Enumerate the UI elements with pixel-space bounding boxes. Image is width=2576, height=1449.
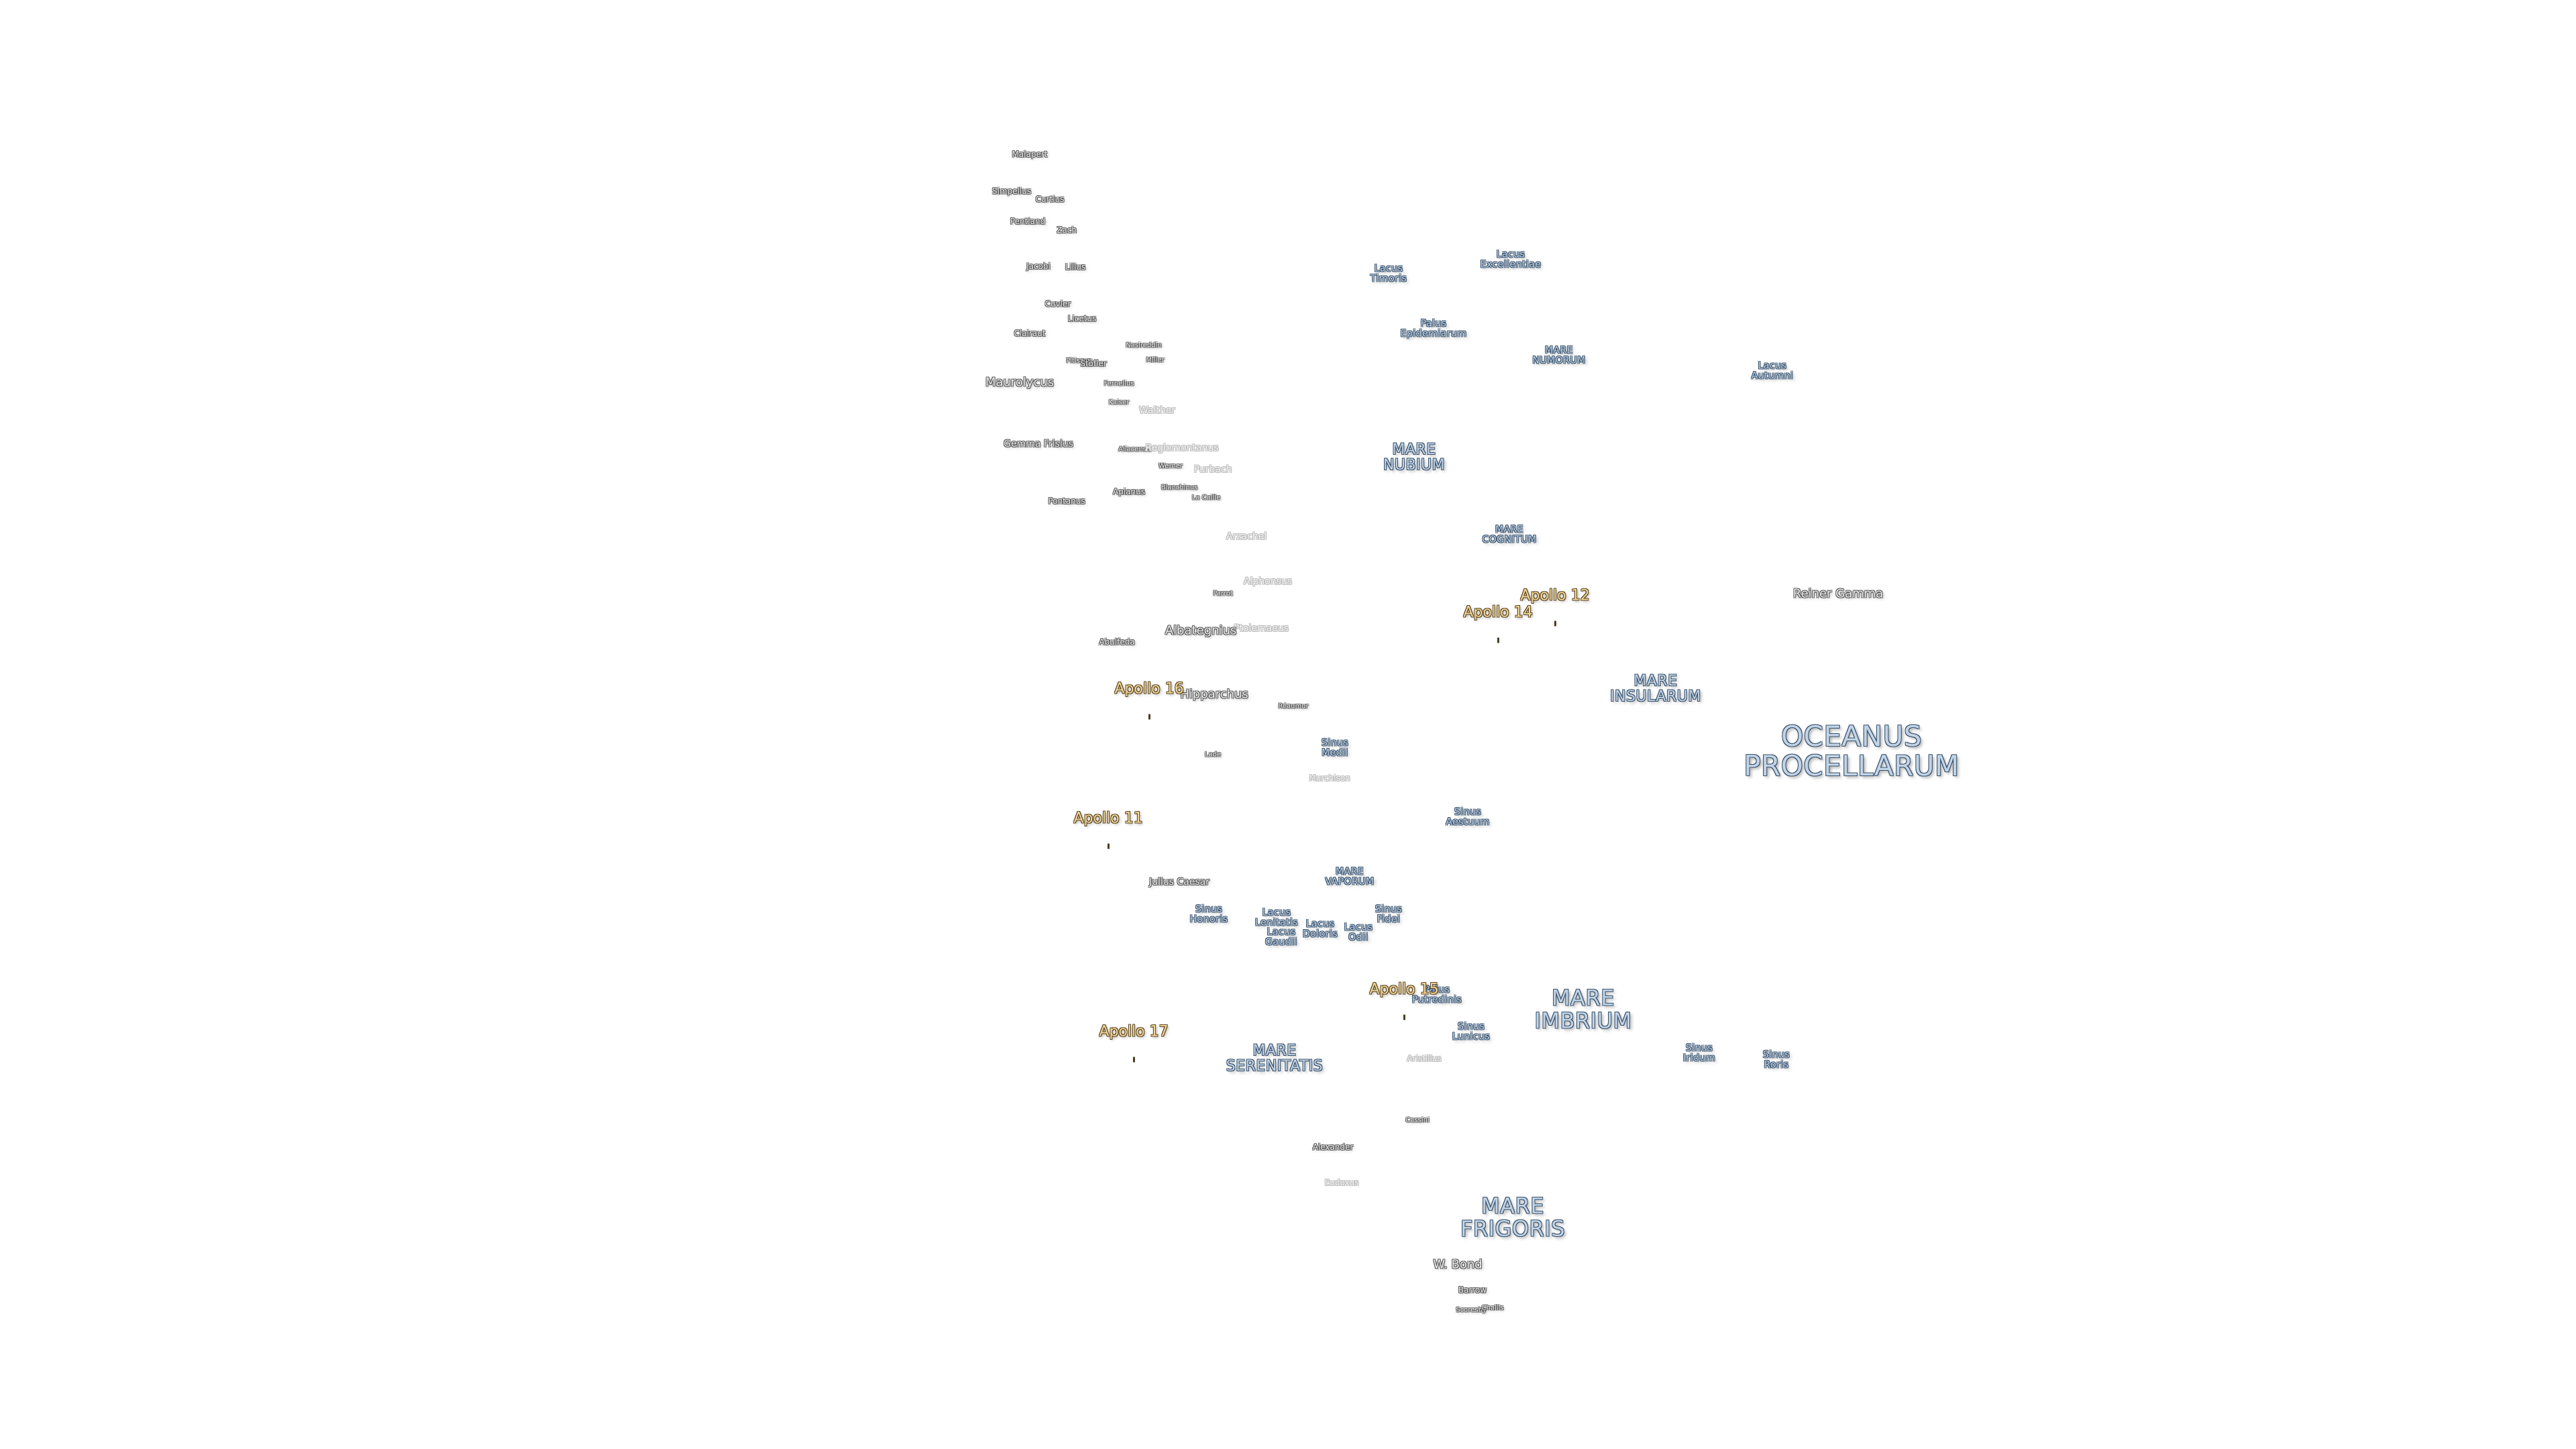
label-cassini[interactable]: Cassini (1405, 1116, 1430, 1124)
label-julius-caesar[interactable]: Julius Caesar (1149, 877, 1210, 888)
apollo-16-site[interactable]: Apollo 16 (1114, 664, 1184, 720)
label-lacus-timoris[interactable]: Lacus Timoris (1370, 263, 1407, 284)
label-palus-epidemiarum[interactable]: Palus Epidemiarum (1400, 318, 1467, 339)
label-maurolycus[interactable]: Maurolycus (985, 375, 1055, 390)
label-palus-putredinis[interactable]: Palus Putredinis (1411, 984, 1462, 1005)
label-sinus-fidei[interactable]: Sinus Fidei (1375, 904, 1403, 924)
label-abulfeda[interactable]: Abulfeda (1099, 637, 1135, 647)
label-mare-vaporum[interactable]: MARE VAPORUM (1325, 866, 1375, 887)
apollo-14-label: Apollo 14 (1463, 604, 1533, 621)
apollo-15-site[interactable]: Apollo 15 (1369, 965, 1439, 1020)
label-werner[interactable]: Werner (1159, 462, 1183, 470)
label-zach[interactable]: Zach (1057, 225, 1077, 235)
label-lacus-odii[interactable]: Lacus Odii (1344, 922, 1373, 943)
label-simpelius[interactable]: Simpelius (991, 186, 1032, 196)
label-sinus-lunicus[interactable]: Sinus Lunicus (1452, 1021, 1491, 1042)
label-sinus-medii[interactable]: Sinus Medii (1321, 737, 1349, 758)
label-reiner-gamma[interactable]: Reiner Gamma (1792, 586, 1884, 601)
landing-marker-icon (1148, 714, 1150, 720)
label-mare-insularum[interactable]: MARE INSULARUM (1610, 672, 1701, 705)
label-lilius[interactable]: Lilius (1065, 262, 1086, 272)
landing-marker-icon (1132, 1057, 1135, 1063)
label-sinus-aestuum[interactable]: Sinus Aestuum (1446, 806, 1490, 827)
landing-marker-icon (1497, 637, 1499, 643)
label-mare-imbrium[interactable]: MARE IMBRIUM (1534, 985, 1632, 1033)
label-licetus[interactable]: Licetus (1067, 314, 1097, 323)
apollo-15-label: Apollo 15 (1369, 981, 1439, 998)
label-aliacensis[interactable]: Aliacensis (1118, 445, 1152, 453)
label-fernelius[interactable]: Fernelius (1104, 380, 1134, 388)
landing-marker-icon (1554, 621, 1556, 627)
label-aristillus[interactable]: Aristillus (1407, 1054, 1442, 1063)
landing-marker-icon (1107, 843, 1110, 849)
label-barrow[interactable]: Barrow (1458, 1285, 1487, 1295)
apollo-11-label: Apollo 11 (1073, 810, 1143, 827)
label-purbach[interactable]: Purbach (1193, 464, 1232, 475)
label-blanchinus[interactable]: Blanchinus (1161, 484, 1198, 492)
label-gemma-frisius[interactable]: Gemma Frisius (1004, 439, 1073, 449)
label-clairaut[interactable]: Clairaut (1014, 329, 1046, 338)
label-parrot[interactable]: Parrot (1213, 590, 1233, 598)
label-challis[interactable]: Challis (1481, 1304, 1504, 1312)
label-jacobi[interactable]: Jacobi (1026, 262, 1051, 271)
label-kaiser[interactable]: Kaiser (1108, 398, 1130, 407)
apollo-11-site[interactable]: Apollo 11 (1073, 794, 1143, 849)
apollo-12-site[interactable]: Apollo 12 (1520, 571, 1590, 627)
label-oceanus-procellarum[interactable]: OCEANUS PROCELLARUM (1743, 719, 1960, 782)
label-ptolemaeus[interactable]: Ptolemaeus (1234, 623, 1289, 634)
landing-marker-icon (1403, 1014, 1405, 1020)
label-mare-numorum[interactable]: MARE NUMORUM (1532, 345, 1586, 366)
label-lacus-lenitatis[interactable]: Lacus Lenitatis (1254, 907, 1299, 928)
label-lacus-autumni[interactable]: Lacus Autumni (1751, 360, 1794, 381)
label-miller[interactable]: Miller (1146, 356, 1165, 364)
label-reaumur[interactable]: Réaumur (1278, 702, 1309, 710)
label-lacus-excellentiae[interactable]: Lacus Excellentiae (1480, 249, 1542, 270)
label-mare-serenitatis[interactable]: MARE SERENITATIS (1226, 1042, 1324, 1075)
label-alexander[interactable]: Alexander (1312, 1142, 1354, 1152)
label-mare-frigoris[interactable]: MARE FRIGORIS (1460, 1193, 1566, 1241)
label-hipparchus[interactable]: Hipparchus (1180, 687, 1248, 702)
label-albategnius[interactable]: Albategnius (1165, 623, 1237, 638)
label-nasireddin[interactable]: Nasireddin (1126, 341, 1162, 350)
label-eudoxus[interactable]: Eudoxus (1324, 1178, 1359, 1187)
label-apianus[interactable]: Apianus (1113, 487, 1145, 496)
label-sinus-roris[interactable]: Sinus Roris (1762, 1049, 1790, 1070)
label-mare-cognitum[interactable]: MARE COGNITUM (1482, 524, 1537, 545)
label-stofler[interactable]: Stöfler (1080, 359, 1107, 368)
label-mare-nubium[interactable]: MARE NUBIUM (1383, 441, 1446, 474)
label-sinus-iridum[interactable]: Sinus Iridum (1682, 1042, 1716, 1063)
apollo-16-label: Apollo 16 (1114, 680, 1184, 698)
label-w-bond[interactable]: W. Bond (1433, 1257, 1483, 1272)
label-pitiscus[interactable]: Pitiscus (1066, 357, 1091, 365)
label-la-caille[interactable]: La Caille (1191, 494, 1221, 502)
label-malapert[interactable]: Malapert (1012, 150, 1048, 159)
label-pontanus[interactable]: Pontanus (1048, 496, 1085, 506)
label-murchison[interactable]: Murchison (1309, 773, 1350, 783)
label-cuvier[interactable]: Cuvier (1044, 299, 1071, 309)
label-sinus-honoris[interactable]: Sinus Honoris (1189, 904, 1228, 924)
apollo-14-site[interactable]: Apollo 14 (1463, 588, 1533, 643)
label-lade[interactable]: Lade (1204, 751, 1222, 759)
label-alphonsus[interactable]: Alphonsus (1243, 576, 1293, 587)
label-lacus-gaudii[interactable]: Lacus Gaudii (1265, 926, 1297, 947)
label-regiomontanus[interactable]: Regiomontanus (1145, 443, 1219, 453)
apollo-17-site[interactable]: Apollo 17 (1099, 1007, 1169, 1063)
label-arzachel[interactable]: Arzachel (1226, 531, 1267, 542)
label-lacus-doloris[interactable]: Lacus Doloris (1302, 918, 1338, 939)
label-pentland[interactable]: Pentland (1010, 217, 1046, 226)
apollo-17-label: Apollo 17 (1099, 1023, 1169, 1040)
label-curtius[interactable]: Curtius (1035, 195, 1065, 204)
apollo-12-label: Apollo 12 (1520, 587, 1590, 604)
label-walther[interactable]: Walther (1138, 405, 1176, 416)
label-scoresby[interactable]: Scoresby (1456, 1306, 1487, 1314)
